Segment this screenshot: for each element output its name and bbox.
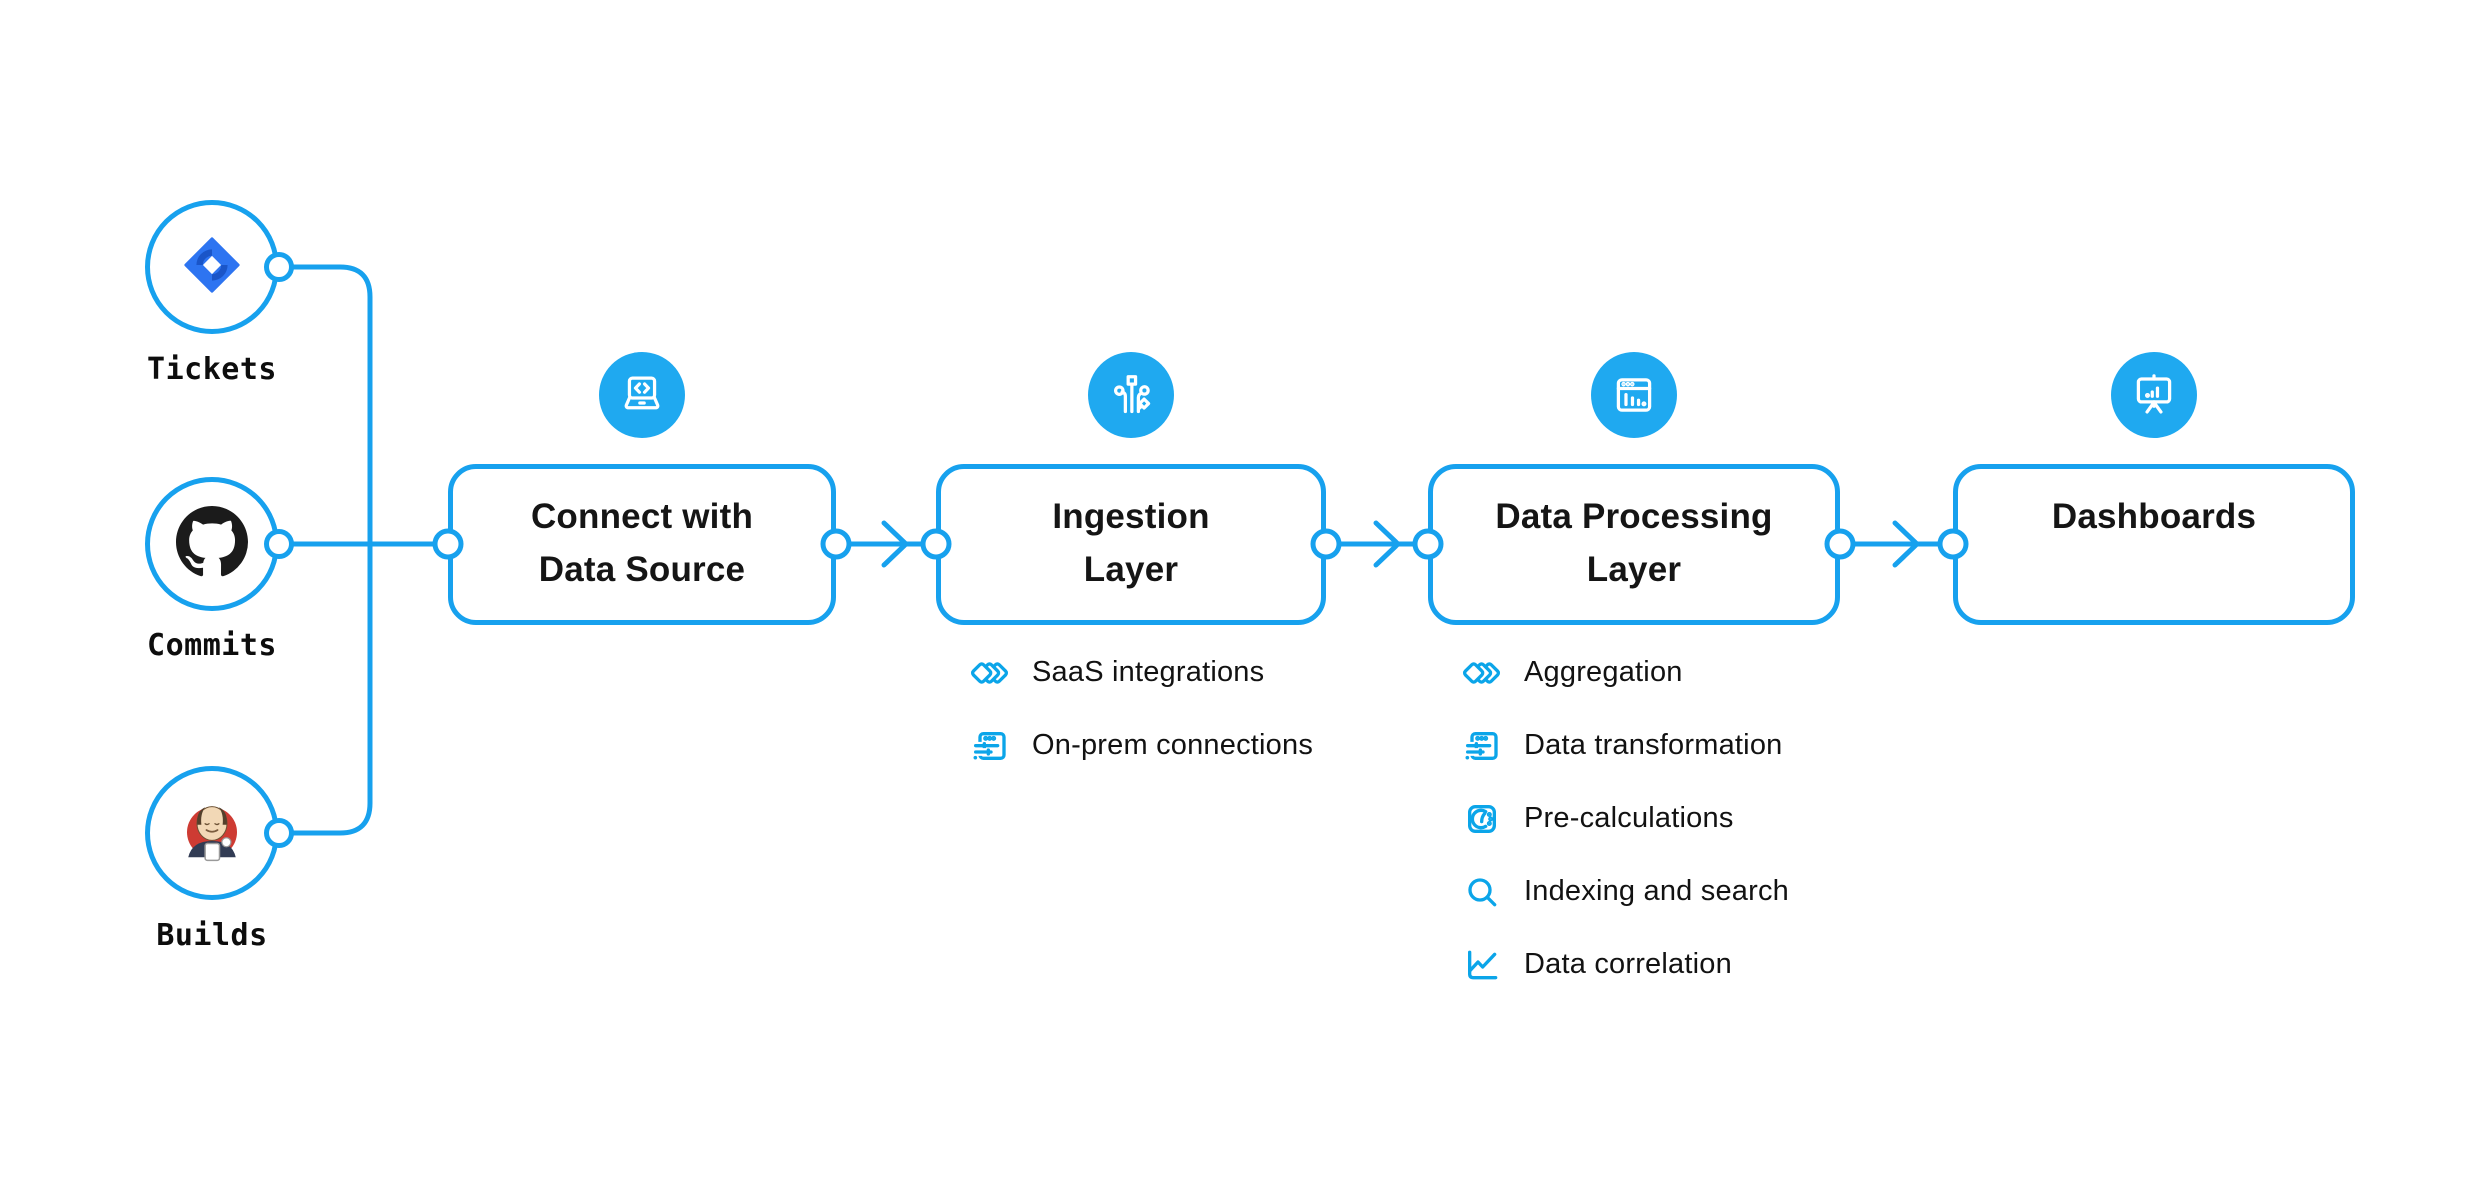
stage-title: Layer [1083,550,1179,589]
stage-connect-data-source: Connect with Data Source [448,352,836,625]
stage-title: Layer [1586,550,1682,589]
stage-title: Data Processing [1495,497,1773,536]
feature-list: Aggregation Data transformation Pre-calc… [1428,636,1840,1001]
stage-box: Ingestion Layer [936,464,1326,625]
arrow-head-2-icon [1373,520,1401,568]
feature-label: SaaS integrations [1032,656,1265,688]
feature-label: Aggregation [1524,656,1683,688]
feature-item: Aggregation [1462,636,1840,709]
presentation-chart-icon [2111,352,2197,438]
window-sliders-icon [970,726,1010,766]
source-label-builds: Builds [156,918,268,953]
stage-title: Connect with [530,497,754,536]
window-chart-icon [1591,352,1677,438]
diamonds-icon [970,653,1010,693]
feature-list: SaaS integrations On-prem connections [936,636,1326,782]
feature-item: Data transformation [1462,709,1840,782]
feature-label: Data transformation [1524,729,1783,761]
arrow-head-1-icon [881,520,909,568]
stage-title: Ingestion [1052,497,1210,536]
jenkins-icon [172,791,252,876]
feature-label: Indexing and search [1524,875,1789,907]
feature-item: Data correlation [1462,928,1840,1001]
stage-ingestion-layer: Ingestion Layer SaaS integrations On-pre… [936,352,1326,761]
feature-item: Indexing and search [1462,855,1840,928]
source-node-commits [145,477,279,611]
stage-title: Data Source [538,550,746,589]
feature-item: Pre-calculations [1462,782,1840,855]
line-chart-icon [1462,945,1502,985]
source-label-commits: Commits [147,628,277,663]
diamonds-icon [1462,653,1502,693]
laptop-code-icon [599,352,685,438]
feature-item: SaaS integrations [970,636,1326,709]
stage-data-processing-layer: Data Processing Layer Aggregation Data t… [1428,352,1840,980]
feature-item: On-prem connections [970,709,1326,782]
stage-box: Connect with Data Source [448,464,836,625]
feature-label: Data correlation [1524,948,1732,980]
source-node-tickets [145,200,279,334]
circuit-icon [1088,352,1174,438]
source-node-builds [145,766,279,900]
search-icon [1462,872,1502,912]
github-icon [176,505,248,583]
feature-label: On-prem connections [1032,729,1314,761]
gauge-icon [1462,799,1502,839]
feature-label: Pre-calculations [1524,802,1734,834]
jira-icon [178,231,246,304]
arrow-head-3-icon [1892,520,1920,568]
stage-box: Dashboards [1953,464,2355,625]
stage-title: Dashboards [2051,497,2257,536]
stage-dashboards: Dashboards [1953,352,2355,625]
stage-box: Data Processing Layer [1428,464,1840,625]
window-sliders-icon [1462,726,1502,766]
source-label-tickets: Tickets [147,352,277,387]
